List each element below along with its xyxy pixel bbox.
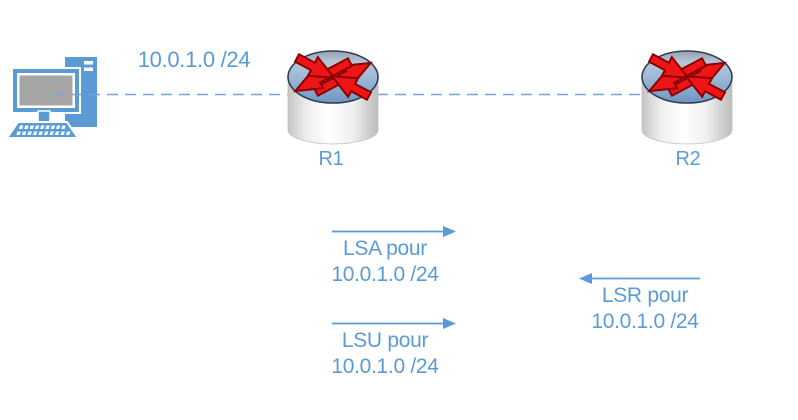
lsr-message-network: 10.0.1.0 /24 bbox=[591, 310, 699, 333]
keyboard bbox=[5, 121, 80, 139]
lsr-message: LSR pour 10.0.1.0 /24 bbox=[569, 283, 721, 335]
lsr-message-title: LSR pour bbox=[601, 284, 689, 307]
lsu-message: LSU pour 10.0.1.0 /24 bbox=[309, 328, 461, 380]
workstation-icon bbox=[5, 55, 99, 139]
lsu-message-network: 10.0.1.0 /24 bbox=[331, 355, 439, 378]
router-r2-label: R2 bbox=[675, 148, 701, 170]
lsa-message-network: 10.0.1.0 /24 bbox=[331, 263, 439, 286]
router-r1-label: R1 bbox=[318, 148, 344, 170]
lsa-message: LSA pour 10.0.1.0 /24 bbox=[309, 236, 461, 288]
monitor bbox=[11, 67, 81, 125]
router-r1-icon bbox=[287, 49, 379, 145]
lsu-message-title: LSU pour bbox=[341, 329, 429, 352]
lsu-arrow-icon bbox=[332, 318, 456, 329]
lsr-arrow-icon bbox=[579, 273, 700, 284]
router-r2-icon bbox=[641, 49, 733, 145]
lsa-message-title: LSA pour bbox=[343, 237, 427, 260]
segment-label: 10.0.1.0 /24 bbox=[137, 47, 251, 72]
lsa-arrow-icon bbox=[332, 226, 456, 237]
